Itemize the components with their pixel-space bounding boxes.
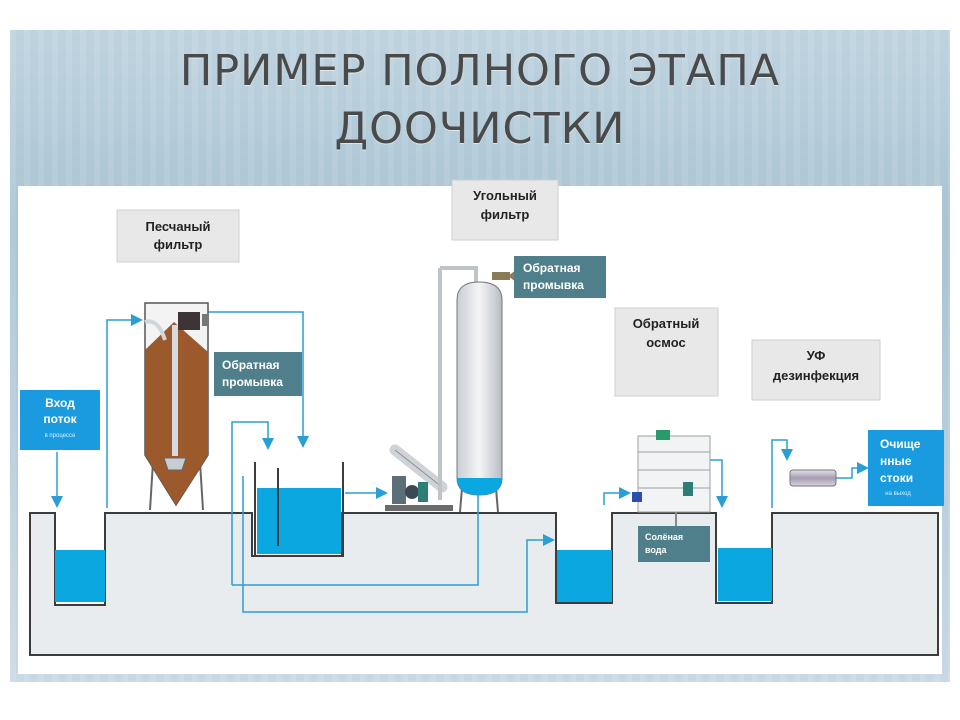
svg-text:Обратная: Обратная [222,358,280,372]
svg-text:Обратный: Обратный [633,316,700,331]
sand-filter-label: Песчаный фильтр [116,209,240,263]
backwash-label-1: Обратная промывка [214,352,302,396]
svg-text:поток: поток [43,412,77,426]
uv-lamp [789,469,837,487]
svg-text:осмос: осмос [646,335,685,350]
pipes [51,311,869,613]
svg-text:вода: вода [645,545,668,555]
final-basin-water [718,548,772,601]
svg-text:Угольный: Угольный [473,188,537,203]
inlet-basin-water [55,550,105,602]
svg-text:в процессе: в процессе [45,433,76,439]
svg-text:Песчаный: Песчаный [145,219,210,234]
carbon-filter-label: Угольный фильтр [451,179,559,241]
svg-text:Солёная: Солёная [645,532,683,542]
outlet-label: Очище нные стоки на выход [868,430,944,506]
brine-label: Солёная вода [638,526,710,562]
svg-text:Очище: Очище [880,437,921,451]
svg-text:нные: нные [880,454,912,468]
uv-disinfection-label: УФ дезинфекция [751,339,881,401]
reverse-osmosis-label: Обратный осмос [614,307,719,397]
svg-text:Обратная: Обратная [523,261,581,275]
svg-text:промывка: промывка [523,278,584,292]
svg-text:стоки: стоки [880,471,913,485]
svg-text:на выход: на выход [885,491,911,497]
svg-text:Вход: Вход [45,396,75,410]
intermediate-basin-water [557,550,612,602]
pump-assembly [385,444,453,511]
reverse-osmosis-unit [632,430,711,528]
svg-text:фильтр: фильтр [481,207,530,222]
svg-text:УФ: УФ [807,348,826,363]
slide-title-line-1: ПРИМЕР ПОЛНОГО ЭТАПА [179,46,781,96]
slide-title-line-2: ДООЧИСТКИ [334,104,626,154]
ground-channel [29,512,939,656]
svg-text:дезинфекция: дезинфекция [773,368,859,383]
svg-text:промывка: промывка [222,375,283,389]
backwash-label-2: Обратная промывка [514,256,606,298]
sand-filter-vessel [144,302,209,511]
mixing-tank [254,462,344,557]
carbon-filter-vessel [438,266,516,513]
svg-text:фильтр: фильтр [154,237,203,252]
inlet-label: Вход поток в процессе [20,390,100,450]
